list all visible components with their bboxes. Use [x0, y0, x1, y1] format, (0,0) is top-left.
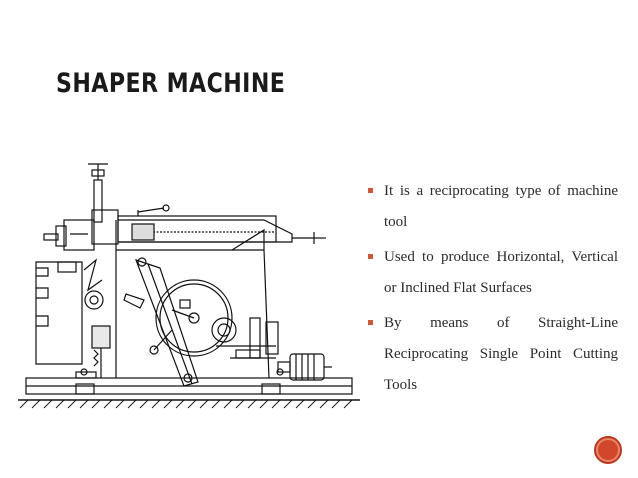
bullet-text: By means of Straight-Line Reciprocating …	[384, 315, 618, 393]
bullet-text: Used to produce Horizontal, Vertical or …	[384, 249, 618, 296]
bullet-item: By means of Straight-Line Reciprocating …	[368, 308, 618, 401]
bullet-item: It is a reciprocating type of machine to…	[368, 176, 618, 238]
bullet-square-icon	[368, 320, 373, 325]
shaper-machine-diagram	[18, 163, 360, 409]
bullet-square-icon	[368, 254, 373, 259]
bullet-text: It is a reciprocating type of machine to…	[384, 183, 618, 230]
slide-title: SHAPER MACHINE	[56, 68, 286, 99]
circle-nav-icon[interactable]	[594, 436, 622, 464]
nav-button-ring	[596, 438, 620, 462]
bullet-item: Used to produce Horizontal, Vertical or …	[368, 242, 618, 304]
bullet-square-icon	[368, 188, 373, 193]
bullet-list: It is a reciprocating type of machine to…	[368, 176, 618, 405]
